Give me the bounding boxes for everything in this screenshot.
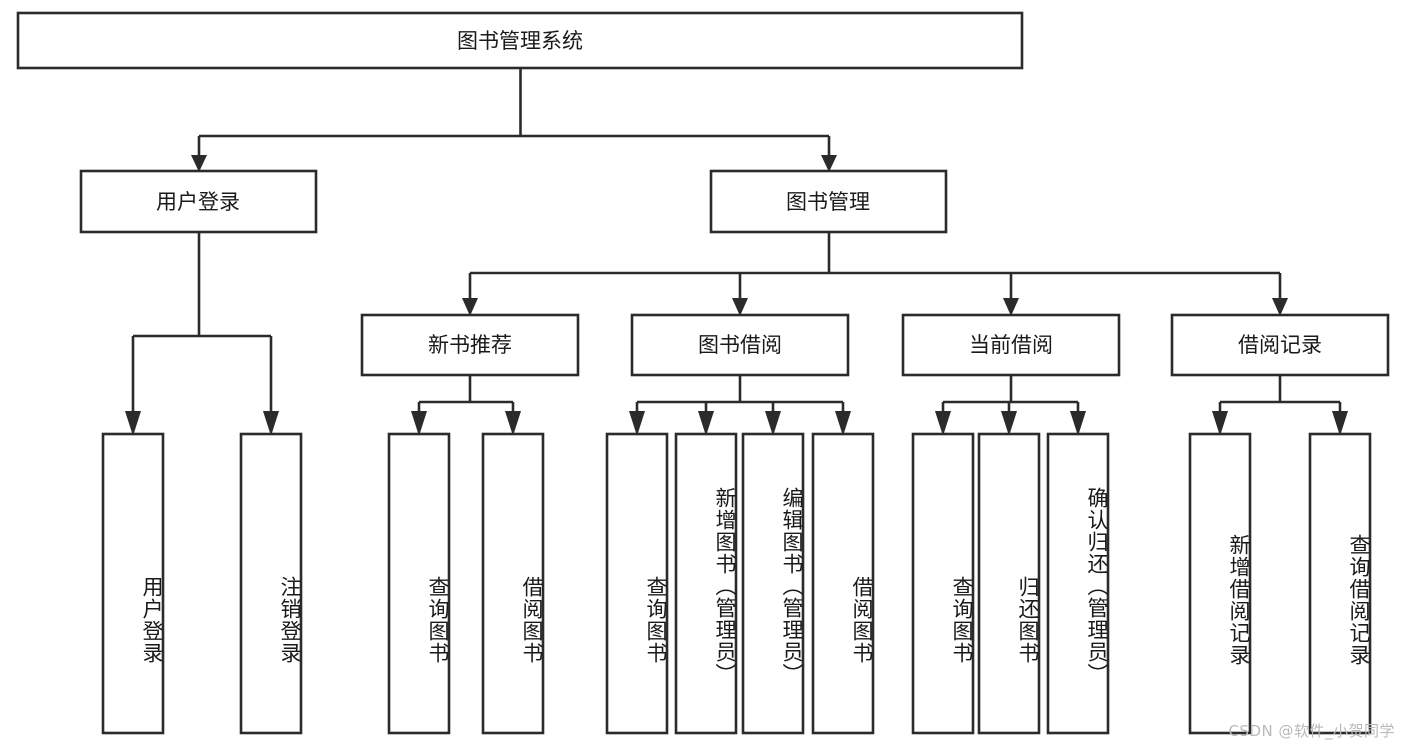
arrow-icon-leaf-query-book-3: [935, 411, 951, 436]
arrow-icon-bm-curborrow: [1003, 298, 1019, 316]
node-book-borrow-label: 图书借阅: [698, 333, 782, 357]
arrow-icon-root-user-login: [191, 155, 207, 172]
node-borrow-record-label: 借阅记录: [1238, 333, 1322, 357]
node-book-borrow[interactable]: 图书借阅: [630, 313, 850, 377]
csdn-watermark: CSDN @软件_小贺同学: [1228, 722, 1395, 740]
arrow-icon-leaf-borrow-book-2: [835, 411, 851, 436]
node-borrow-record[interactable]: 借阅记录: [1170, 313, 1390, 377]
node-new-book-rec-box[interactable]: [360, 313, 580, 377]
node-current-borrow-box[interactable]: [901, 313, 1121, 377]
node-leaf-edit-book-box[interactable]: [741, 432, 805, 735]
node-root-label: 图书管理系统: [457, 29, 583, 53]
node-book-manage-label: 图书管理: [786, 190, 870, 214]
node-leaf-user-logout-box[interactable]: [239, 432, 303, 735]
node-leaf-borrow-book-1-box[interactable]: [481, 432, 545, 735]
node-leaf-borrow-book-2-box[interactable]: [811, 432, 875, 735]
arrow-icon-root-book-manage: [821, 155, 837, 172]
node-leaf-query-book-3-box[interactable]: [911, 432, 975, 735]
node-root[interactable]: 图书管理系统: [16, 11, 1024, 70]
node-new-book-rec-label: 新书推荐: [428, 333, 512, 357]
arrow-icon-bm-newbook: [462, 298, 478, 316]
node-current-borrow[interactable]: 当前借阅: [901, 313, 1121, 377]
node-leaf-confirm-return-box[interactable]: [1046, 432, 1110, 735]
node-user-login-box[interactable]: [79, 169, 318, 234]
node-user-login[interactable]: 用户登录: [79, 169, 318, 234]
arrow-icon-bm-bookborrow: [732, 298, 748, 316]
arrow-icon-leaf-user-logout: [263, 411, 279, 436]
arrow-icon-leaf-edit-book: [765, 411, 781, 436]
arrow-icon-leaf-query-book-2: [629, 411, 645, 436]
node-leaf-add-record-box[interactable]: [1188, 432, 1252, 735]
node-root-box[interactable]: [16, 11, 1024, 70]
node-leaf-add-book-box[interactable]: [674, 432, 738, 735]
node-leaf-return-book-box[interactable]: [977, 432, 1041, 735]
arrow-icon-leaf-query-book-1: [411, 411, 427, 436]
arrow-icon-leaf-user-login: [125, 411, 141, 436]
arrow-icon-leaf-borrow-book-1: [505, 411, 521, 436]
arrowheads: [125, 155, 1348, 436]
arrow-icon-leaf-confirm-return: [1070, 411, 1086, 436]
arrow-icon-leaf-return-book: [1001, 411, 1017, 436]
node-borrow-record-box[interactable]: [1170, 313, 1390, 377]
leaf-boxes: [101, 432, 1372, 735]
node-current-borrow-label: 当前借阅: [969, 333, 1053, 357]
node-new-book-rec[interactable]: 新书推荐: [360, 313, 580, 377]
arrow-icon-leaf-add-book: [698, 411, 714, 436]
node-book-manage[interactable]: 图书管理: [709, 169, 948, 234]
node-user-login-label: 用户登录: [156, 190, 240, 214]
node-leaf-user-login-box[interactable]: [101, 432, 165, 735]
node-leaf-query-record-box[interactable]: [1308, 432, 1372, 735]
arrow-icon-bm-borrowrec: [1272, 298, 1288, 316]
node-book-borrow-box[interactable]: [630, 313, 850, 377]
arrow-icon-leaf-query-record: [1332, 411, 1348, 436]
arrow-icon-leaf-add-record: [1212, 411, 1228, 436]
node-leaf-query-book-1-box[interactable]: [387, 432, 451, 735]
node-book-manage-box[interactable]: [709, 169, 948, 234]
node-leaf-query-book-2-box[interactable]: [605, 432, 669, 735]
